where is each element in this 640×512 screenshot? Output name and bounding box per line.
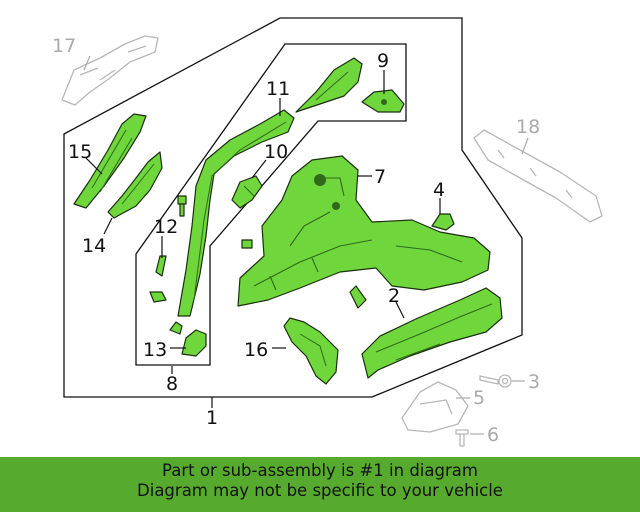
callout-3: 3	[528, 371, 540, 393]
part-3-ghost	[479, 374, 512, 388]
part-10-bracket	[231, 175, 263, 209]
callout-10: 10	[264, 141, 288, 163]
callout-6: 6	[487, 424, 499, 446]
part-13-bracket	[169, 321, 207, 357]
leader-lines	[83, 55, 529, 435]
callout-11: 11	[266, 78, 290, 100]
callout-16: 16	[244, 339, 268, 361]
callout-9: 9	[377, 50, 389, 72]
part-12-bolt	[149, 195, 253, 303]
callout-18: 18	[516, 116, 540, 138]
callout-4: 4	[433, 179, 445, 201]
callout-7: 7	[374, 166, 386, 188]
subassembly-8-frame	[135, 43, 407, 366]
part-15-pillar	[73, 113, 147, 209]
part-11-rail	[177, 109, 295, 317]
callout-12: 12	[154, 216, 178, 238]
part-2-member	[349, 285, 503, 379]
part-6-ghost	[455, 429, 469, 447]
callout-8: 8	[166, 373, 178, 395]
part-4-bracket	[431, 213, 455, 231]
callout-2: 2	[388, 285, 400, 307]
part-17-ghost	[61, 35, 159, 106]
callout-14: 14	[82, 235, 106, 257]
callout-17: 17	[52, 35, 76, 57]
part-18-ghost	[473, 129, 603, 223]
callout-1: 1	[206, 407, 218, 429]
part-7-apron	[237, 155, 491, 307]
callout-13: 13	[143, 339, 167, 361]
assembly-1-frame	[63, 17, 523, 398]
banner-line-1: Part or sub-assembly is #1 in diagram	[162, 461, 478, 480]
banner-line-2: Diagram may not be specific to your vehi…	[137, 481, 503, 500]
part-16-bracket	[283, 317, 339, 385]
parts-diagram: 1 2 3 4 5 6 7 8 9 10 11 12 13 14 15 16 1…	[52, 17, 603, 447]
part-9-bracket-upper	[295, 57, 363, 113]
part-14-pillar	[107, 151, 163, 219]
part-5-ghost	[401, 381, 469, 433]
info-banner: Part or sub-assembly is #1 in diagram Di…	[0, 457, 640, 512]
part-9-bracket	[361, 89, 405, 113]
callout-5: 5	[473, 387, 485, 409]
callout-15: 15	[68, 141, 92, 163]
